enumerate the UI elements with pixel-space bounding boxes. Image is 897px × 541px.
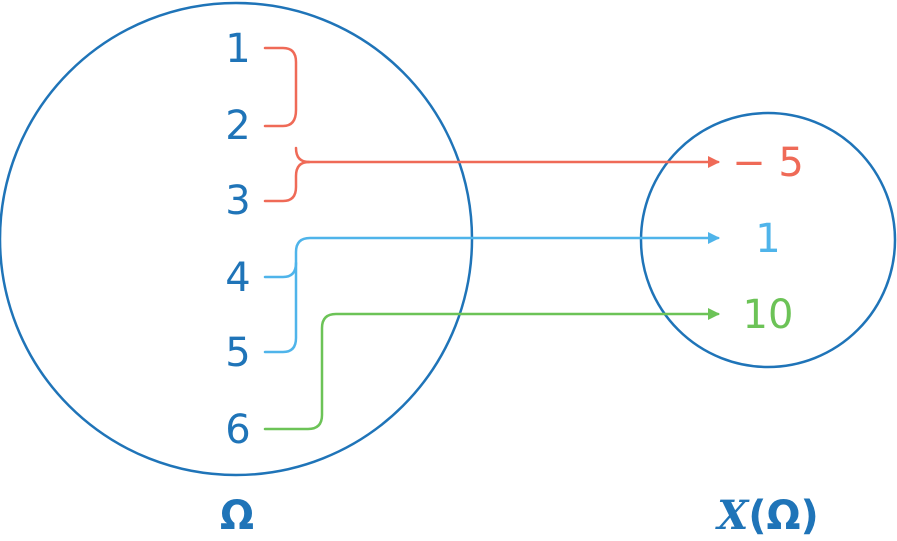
omega-elements: 1 2 3 4 5 6 xyxy=(225,26,250,453)
image-value-1: 1 xyxy=(755,216,780,262)
omega-element-3: 3 xyxy=(225,178,250,224)
image-set-circle xyxy=(639,111,897,369)
blue-mapping-lines xyxy=(263,232,720,354)
omega-element-2: 2 xyxy=(225,103,250,149)
omega-element-6: 6 xyxy=(225,407,250,453)
omega-element-1: 1 xyxy=(225,26,250,72)
omega-set-label: Ω xyxy=(220,493,254,539)
green-mapping-lines xyxy=(263,308,720,431)
omega-element-5: 5 xyxy=(225,330,250,376)
image-set-label: X(Ω) xyxy=(714,492,819,539)
image-set-label-arg: (Ω) xyxy=(748,493,819,539)
red-mapping-lines xyxy=(263,46,720,203)
image-value-minus-5: − 5 xyxy=(732,140,804,186)
image-value-10: 10 xyxy=(743,292,794,338)
omega-element-4: 4 xyxy=(225,255,250,301)
image-set-label-function: X xyxy=(714,492,750,539)
